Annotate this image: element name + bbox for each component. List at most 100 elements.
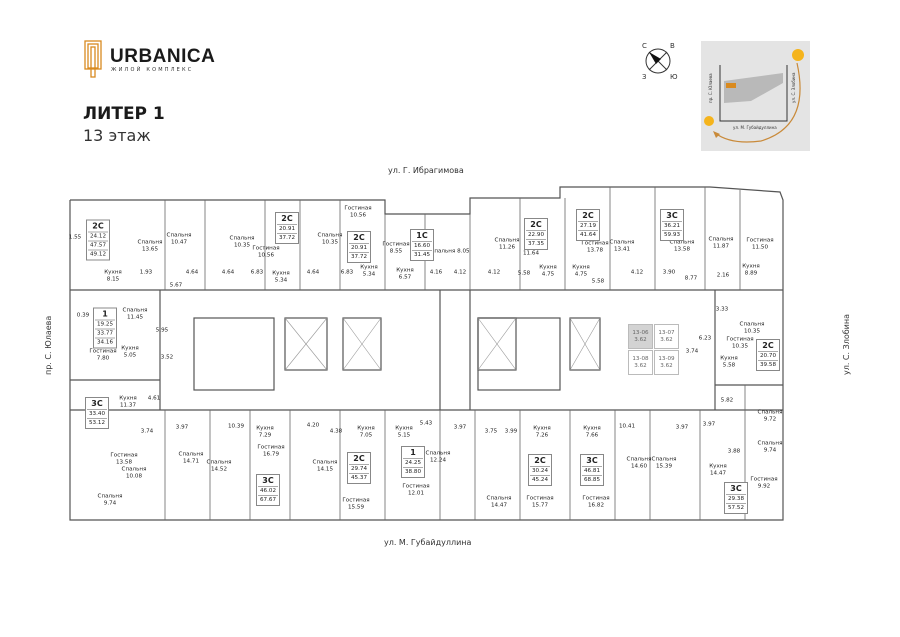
room-label: 4.38 bbox=[329, 428, 343, 435]
room-label: Спальня 8.05 bbox=[430, 248, 470, 255]
room-label: 3.88 bbox=[727, 448, 741, 455]
room-label: Гостиная 7.80 bbox=[89, 348, 117, 361]
room-label: Гостиная 10.56 bbox=[344, 205, 372, 218]
apartment-type: 3С bbox=[262, 476, 274, 485]
compass-icon bbox=[645, 48, 671, 74]
apartment-area: 38.80 bbox=[403, 467, 423, 475]
storage-area: 3.62 bbox=[660, 362, 673, 369]
apartment-type: 2С bbox=[281, 214, 293, 223]
room-label: 3.97 bbox=[675, 424, 689, 431]
room-label: Кухня 14.47 bbox=[709, 463, 727, 476]
room-label: Спальня 11.87 bbox=[708, 236, 734, 249]
site-minimap: пр. С. Юлаева ул. С. Злобина ул. М. Губа… bbox=[701, 41, 810, 151]
apartment-type: 2С bbox=[762, 341, 774, 350]
room-label: Гостиная 15.59 bbox=[342, 497, 370, 510]
room-label: Спальня 15.39 bbox=[651, 456, 677, 469]
room-label: Гостиная 8.55 bbox=[382, 241, 410, 254]
sun-icon bbox=[792, 49, 804, 61]
apartment-area: 59.93 bbox=[662, 230, 682, 238]
room-label: Спальня 13.65 bbox=[137, 239, 163, 252]
room-label: Кухня 7.05 bbox=[357, 425, 375, 438]
room-label: Кухня 4.75 bbox=[572, 264, 590, 277]
room-label: Спальня 10.47 bbox=[166, 232, 192, 245]
room-label: Гостиная 13.78 bbox=[581, 240, 609, 253]
storage-id: 13-09 bbox=[658, 355, 675, 362]
apartment-area: 29.74 bbox=[349, 464, 369, 472]
room-label: 6.83 bbox=[250, 269, 264, 276]
apartment-area: 53.12 bbox=[87, 418, 107, 426]
room-label: 5.82 bbox=[720, 397, 734, 404]
room-label: Гостиная 10.56 bbox=[252, 245, 280, 258]
room-label: 11.64 bbox=[522, 250, 540, 257]
room-label: 5.58 bbox=[517, 270, 531, 277]
compass-south: Ю bbox=[670, 73, 678, 81]
room-label: 3.99 bbox=[504, 428, 518, 435]
apartment-area: 33.77 bbox=[95, 328, 115, 337]
room-label: 6.83 bbox=[340, 269, 354, 276]
apartment-area: 45.37 bbox=[349, 473, 369, 481]
room-label: Кухня 5.58 bbox=[720, 355, 738, 368]
apartment-area: 67.67 bbox=[258, 495, 278, 503]
apartment-area: 47.57 bbox=[88, 240, 108, 249]
room-label: 4.61 bbox=[147, 395, 161, 402]
apartment-type: 1 bbox=[102, 309, 108, 319]
room-label: Спальня 10.35 bbox=[317, 232, 343, 245]
room-label: 4.12 bbox=[630, 269, 644, 276]
room-label: Кухня 8.15 bbox=[104, 269, 122, 282]
room-label: Кухня 11.37 bbox=[119, 395, 137, 408]
room-label: 3.33 bbox=[715, 306, 729, 313]
apartment-area: 46.02 bbox=[258, 486, 278, 494]
room-label: Кухня 5.05 bbox=[121, 345, 139, 358]
room-label: 3.97 bbox=[702, 421, 716, 428]
arrow-icon bbox=[713, 131, 720, 138]
apartment-type: 3С bbox=[666, 211, 678, 220]
room-label: Гостиная 15.77 bbox=[526, 495, 554, 508]
room-label: Спальня 10.35 bbox=[739, 321, 765, 334]
apartment-area: 36.21 bbox=[662, 221, 682, 229]
room-label: Спальня 9.72 bbox=[757, 409, 783, 422]
floor-label: 13 этаж bbox=[83, 126, 151, 145]
room-label: 4.64 bbox=[185, 269, 199, 276]
apartment-area: 20.70 bbox=[758, 351, 778, 359]
apartment-area: 57.52 bbox=[726, 503, 746, 511]
room-label: Спальня 14.60 bbox=[626, 456, 652, 469]
room-label: 6.23 bbox=[698, 335, 712, 342]
room-label: Спальня 11.26 bbox=[494, 237, 520, 250]
apartment-area: 19.25 bbox=[95, 319, 115, 328]
room-label: 8.77 bbox=[684, 275, 698, 282]
room-label: Спальня 14.71 bbox=[178, 451, 204, 464]
apartment-type: 3С bbox=[730, 484, 742, 493]
room-label: Спальня 9.74 bbox=[757, 440, 783, 453]
apartment-area: 30.24 bbox=[530, 466, 550, 474]
room-label: 0.39 bbox=[76, 312, 90, 319]
room-label: Гостиная 10.35 bbox=[726, 336, 754, 349]
apartment-area: 41.64 bbox=[578, 230, 598, 238]
apartment-type: 2С bbox=[92, 221, 104, 231]
room-label: Спальня 11.45 bbox=[122, 307, 148, 320]
minimap-street-bottom: ул. М. Губайдуллина bbox=[733, 125, 777, 130]
room-label: Спальня 10.08 bbox=[121, 466, 147, 479]
compass: С В Ю З bbox=[637, 40, 687, 90]
minimap-drawing bbox=[704, 49, 804, 143]
room-label: 4.12 bbox=[487, 269, 501, 276]
